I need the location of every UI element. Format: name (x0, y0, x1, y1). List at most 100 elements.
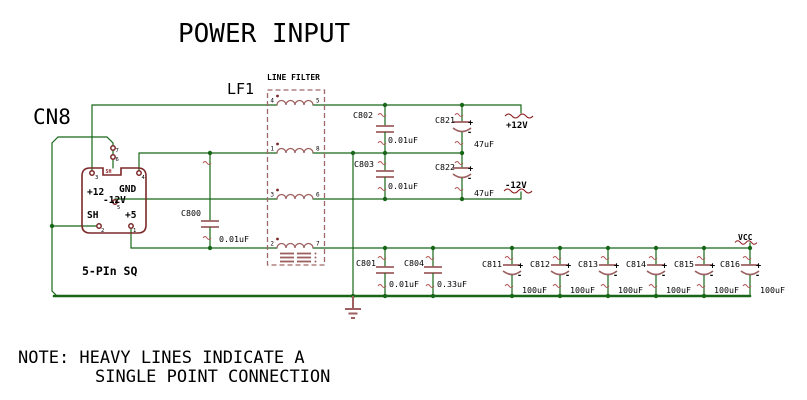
line-filter-box (266, 89, 326, 266)
winding-pin-left: 3 (270, 192, 274, 199)
winding-arcs (276, 242, 314, 249)
cap-ref-label: C816 (720, 259, 740, 269)
cap-minus-mark: - (565, 271, 570, 281)
connector-ref-label: CN8 (33, 105, 71, 129)
cap-plus-mark: + (468, 119, 473, 129)
cap-ref-label: C822 (435, 162, 455, 172)
cap-ref-label: C802 (353, 110, 373, 120)
core-dot (314, 252, 317, 255)
pin-number: 2 (101, 228, 104, 234)
wire-gnd-input (138, 152, 278, 175)
junction-dot (350, 150, 356, 156)
power-label-minus12: -12V (505, 181, 527, 191)
cap-ref-label: C803 (354, 159, 374, 169)
cap-pin-mark (504, 284, 514, 288)
polarity-dot (276, 142, 279, 146)
pin-label: SH (87, 210, 99, 221)
capacitor-C804: C804 0.33uF (404, 248, 467, 296)
connector-pin: 5-12V (103, 195, 126, 211)
cap-ref-label: C811 (482, 259, 502, 269)
pin-label: +12 (87, 187, 104, 198)
cap-ref-label: C800 (181, 208, 201, 218)
cap-pin-mark (648, 256, 658, 260)
connector-pin: 6 (110, 154, 119, 163)
pin-label: -12V (103, 195, 126, 206)
cap-minus-mark: - (661, 271, 666, 281)
cap-pin-mark (552, 284, 562, 288)
cap-pin-mark (600, 284, 610, 288)
wire-minus12-input (114, 198, 278, 202)
cap-pin-mark (648, 284, 658, 288)
page-title: POWER INPUT (178, 19, 351, 49)
winding-pin-right: 6 (316, 192, 320, 199)
junction-dot (49, 223, 55, 229)
cap-pin-mark (425, 284, 435, 288)
cap-plate-curved (598, 270, 618, 276)
core-dot (314, 260, 317, 263)
winding-pin-left: 4 (270, 98, 274, 105)
wire-shield-left (51, 136, 114, 296)
cap-pin-mark (454, 187, 464, 191)
pin-number: 7 (116, 148, 119, 154)
cap-pin-mark (202, 236, 212, 240)
cap-value-label: 0.01uF (388, 135, 418, 145)
wire-plus5-input (130, 226, 278, 249)
cap-pin-mark (742, 284, 752, 288)
pin-label: +5 (125, 210, 137, 221)
cap-minus-mark: - (755, 271, 760, 281)
wire-minus12-rail (312, 191, 522, 200)
cap-pin-mark (425, 256, 435, 260)
power-label-plus12: +12V (506, 121, 528, 131)
cap-pin-mark (377, 161, 387, 165)
cap-plus-mark: + (566, 262, 571, 272)
winding-pin-right: 5 (316, 98, 320, 105)
pin-label: GND (119, 184, 136, 195)
capacitor-C802: C802 0.01uF (353, 105, 418, 153)
connector-outline (81, 167, 147, 234)
winding-pin-left: 2 (270, 241, 274, 248)
cap-ref-label: C814 (626, 259, 646, 269)
winding-pin-left: 1 (270, 146, 274, 153)
cap-plus-mark: + (756, 262, 761, 272)
cap-pin-mark (552, 256, 562, 260)
winding-arcs (276, 99, 314, 106)
cap-value-label: 0.33uF (437, 279, 467, 289)
cap-plus-mark: + (662, 262, 667, 272)
cap-pin-mark (696, 284, 706, 288)
cap-plus-mark: + (468, 165, 473, 175)
cap-ref-label: C821 (435, 115, 455, 125)
cap-ref-label: C812 (530, 259, 550, 269)
cap-pin-mark (454, 161, 464, 165)
power-label-vcc-squiggle (734, 240, 758, 245)
capacitor-C812: +- C812 100uF (530, 248, 595, 296)
note-line-2: SINGLE POINT CONNECTION (95, 367, 330, 387)
cap-minus-mark: - (467, 128, 472, 138)
wire-plus12-rail (312, 104, 522, 114)
filter-ref-label: LF1 (227, 80, 254, 98)
cap-pin-mark (377, 187, 387, 191)
cap-plus-mark: + (614, 262, 619, 272)
cap-minus-mark: - (517, 271, 522, 281)
polarity-dot (276, 94, 279, 98)
cap-value-label: 100uF (570, 285, 595, 295)
cap-pin-mark (454, 141, 464, 145)
cap-ref-label: C804 (404, 258, 424, 268)
cap-value-label: 100uF (618, 285, 643, 295)
wire-layer (49, 102, 753, 299)
winding-arcs (276, 193, 314, 200)
cap-plate-curved (452, 173, 472, 179)
cap-value-label: 100uF (522, 285, 547, 295)
pin-dot (110, 145, 116, 151)
pin-dot (96, 223, 102, 229)
polarity-dot (276, 237, 279, 241)
